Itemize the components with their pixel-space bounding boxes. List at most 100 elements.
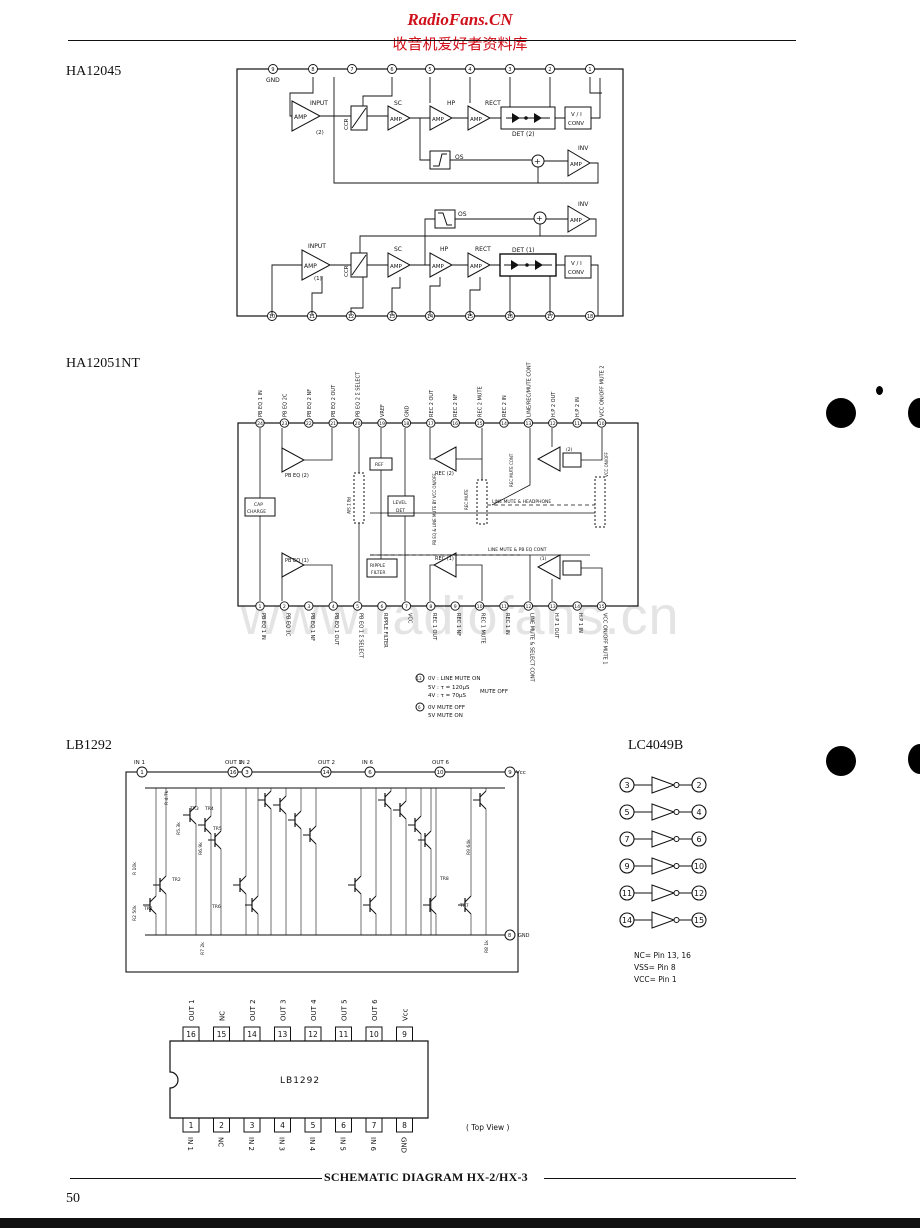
svg-text:8: 8 bbox=[508, 933, 511, 939]
package-top-name: Vcc bbox=[402, 1008, 410, 1021]
package-top-name: OUT 1 bbox=[188, 999, 196, 1021]
svg-text:CCR: CCR bbox=[344, 118, 350, 130]
svg-text:LB1292: LB1292 bbox=[280, 1076, 320, 1086]
svg-text:9: 9 bbox=[271, 67, 274, 73]
svg-text:AMP: AMP bbox=[570, 162, 583, 168]
package-pin-15: 15 bbox=[213, 1026, 230, 1042]
svg-text:CAP: CAP bbox=[254, 502, 263, 508]
package-bottom-name: IN 2 bbox=[247, 1137, 255, 1151]
package-bottom-name: IN 6 bbox=[369, 1137, 377, 1152]
svg-text:TR3: TR3 bbox=[189, 806, 199, 812]
ha12051nt-top-pin-14: 14 bbox=[499, 418, 509, 428]
ha12051nt-top-label: REC 2 IN bbox=[502, 395, 508, 417]
package-pin-4: 4 bbox=[274, 1117, 291, 1133]
ha12051nt-top-label: VCC ON/OFF MUTE 2 bbox=[600, 365, 606, 417]
ha12051nt-bottom-pin-6: 6 bbox=[377, 601, 387, 611]
ha12045-pin-2: 2 bbox=[545, 64, 555, 74]
ha12051nt-bottom-label: PB EQ 1 Σ SELECT bbox=[358, 613, 364, 659]
section-label-ha12045: HA12045 bbox=[66, 64, 122, 79]
ha12051nt-bottom-pin-14: 14 bbox=[572, 601, 582, 611]
page-number: 50 bbox=[66, 1191, 80, 1206]
ha12051nt-top-pin-16: 16 bbox=[450, 418, 460, 428]
site-subtitle-cn: 收音机爱好者资料库 bbox=[392, 35, 528, 53]
svg-text:6: 6 bbox=[696, 835, 701, 844]
ha12051nt-bottom-label: H.P 1 IN bbox=[577, 613, 583, 633]
transistor bbox=[258, 788, 272, 935]
svg-text:21: 21 bbox=[330, 421, 336, 427]
svg-text:10: 10 bbox=[599, 421, 605, 427]
svg-text:AMP: AMP bbox=[570, 218, 583, 224]
svg-text:R2 50k: R2 50k bbox=[132, 905, 138, 921]
svg-text:24: 24 bbox=[257, 421, 263, 427]
ha12045-pin-3: 3 bbox=[505, 64, 515, 74]
lb1292-top-label: OUT 2 bbox=[318, 760, 335, 766]
svg-text:VCC ON/OFF: VCC ON/OFF bbox=[604, 451, 609, 477]
svg-text:23: 23 bbox=[281, 421, 287, 427]
svg-text:7: 7 bbox=[405, 604, 408, 610]
svg-text:1: 1 bbox=[189, 1121, 194, 1130]
svg-text:10: 10 bbox=[369, 1030, 379, 1039]
svg-text:INPUT: INPUT bbox=[308, 243, 326, 250]
lb1292-pin-16: 16 bbox=[227, 766, 239, 778]
package-top-name: NC bbox=[219, 1011, 227, 1021]
svg-text:12: 12 bbox=[694, 889, 704, 898]
svg-text:R 10k: R 10k bbox=[132, 862, 138, 875]
svg-text:20: 20 bbox=[355, 421, 361, 427]
ha12051nt-top-label: REC 2 NF bbox=[453, 394, 459, 417]
footer-rule-left bbox=[70, 1178, 322, 1179]
svg-text:AMP: AMP bbox=[470, 117, 483, 123]
svg-text:PB EQ (1): PB EQ (1) bbox=[285, 558, 309, 564]
svg-text:RIPPLE: RIPPLE bbox=[370, 563, 385, 569]
transistor bbox=[348, 788, 362, 935]
svg-text:3: 3 bbox=[245, 770, 249, 776]
ha12051nt-top-label: H.P 2 IN bbox=[575, 397, 581, 417]
svg-text:V / I: V / I bbox=[571, 261, 582, 267]
ha12051nt-bottom-pin-13: 13 bbox=[548, 601, 558, 611]
svg-text:17: 17 bbox=[547, 314, 553, 320]
package-pin-2: 2 bbox=[213, 1117, 230, 1133]
ha12051nt-bottom-pin-4: 4 bbox=[328, 601, 338, 611]
svg-text:PB EQ (2): PB EQ (2) bbox=[285, 473, 309, 479]
svg-text:REC MUTE: REC MUTE bbox=[464, 489, 469, 510]
svg-text:9: 9 bbox=[508, 770, 512, 776]
ha12051nt-top-pin-24: 24 bbox=[255, 418, 265, 428]
svg-text:9: 9 bbox=[624, 862, 629, 871]
svg-text:R 4.7k: R 4.7k bbox=[164, 790, 170, 805]
transistor bbox=[183, 788, 197, 935]
svg-text:AMP: AMP bbox=[390, 117, 403, 123]
ha12051nt-top-label: VREF bbox=[380, 404, 386, 417]
svg-text:V / I: V / I bbox=[571, 112, 582, 118]
ha12051nt-bottom-label: RIPPLE FILTER bbox=[382, 613, 388, 648]
svg-text:MUTE OFF: MUTE OFF bbox=[480, 689, 508, 695]
lb1292-pin-14: 14 bbox=[320, 766, 332, 778]
transistor bbox=[418, 788, 432, 935]
svg-text:RECT: RECT bbox=[485, 100, 501, 107]
svg-text:0V : LINE MUTE ON: 0V : LINE MUTE ON bbox=[428, 676, 480, 682]
svg-text:DET (1): DET (1) bbox=[512, 247, 534, 254]
package-bottom-name: IN 5 bbox=[339, 1137, 347, 1151]
ha12051nt-top-label: PB EQ 2 Σ SELECT bbox=[356, 371, 362, 417]
svg-text:18: 18 bbox=[403, 421, 409, 427]
transistor bbox=[423, 788, 437, 935]
svg-text:11: 11 bbox=[574, 421, 580, 427]
svg-text:16: 16 bbox=[186, 1030, 196, 1039]
ha12051nt-bottom-pin-7: 7 bbox=[401, 601, 412, 611]
svg-text:CHARGE: CHARGE bbox=[247, 509, 266, 515]
ha12051nt-bottom-label: H.P 1 OUT bbox=[553, 613, 559, 639]
svg-text:AMP: AMP bbox=[294, 114, 307, 121]
svg-text:4V : τ = 70μS: 4V : τ = 70μS bbox=[428, 693, 467, 699]
svg-text:REF: REF bbox=[375, 462, 384, 468]
transistor bbox=[143, 788, 157, 935]
svg-text:10: 10 bbox=[437, 770, 444, 776]
transistor bbox=[378, 788, 392, 935]
